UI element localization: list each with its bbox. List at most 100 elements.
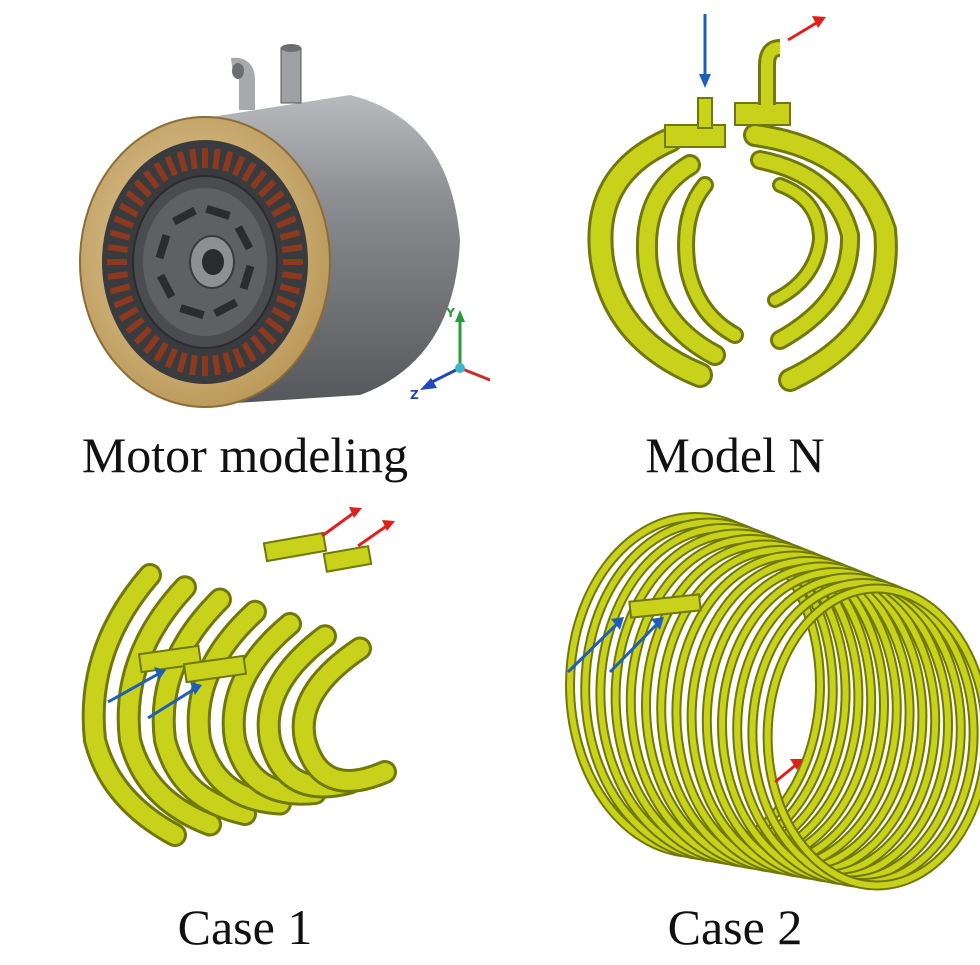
model-n-outlet-arrow <box>787 16 826 42</box>
winding-slot <box>232 347 246 369</box>
pipe-elbow-opening <box>232 63 244 79</box>
case-1-band <box>189 602 289 813</box>
winding-slot <box>142 169 160 190</box>
winding-slot <box>142 334 160 355</box>
rotor-magnet-slot <box>239 264 255 291</box>
case-1-band <box>294 639 394 790</box>
rotor-magnet-slot <box>179 304 205 320</box>
winding-slot <box>222 352 234 373</box>
winding-slot <box>176 151 188 172</box>
case-2-outlet-arrow <box>774 759 803 784</box>
case-1-band <box>154 590 254 823</box>
winding-slot <box>241 161 257 183</box>
model-n-inlet-arrow <box>699 14 711 88</box>
winding-slot <box>125 316 145 334</box>
model-n-coolant-channel <box>587 123 898 392</box>
model-n-outlet-pipe <box>761 42 781 105</box>
panel-model-n: Model N <box>490 0 980 480</box>
winding-slot <box>265 316 285 334</box>
winding-slot <box>279 283 301 295</box>
winding-slot <box>107 244 129 253</box>
case-2-illustration <box>565 512 980 891</box>
rotor-magnet-slot <box>171 206 197 226</box>
winding-slot <box>118 202 139 218</box>
winding-slot <box>279 229 301 241</box>
winding-slot <box>133 179 152 198</box>
winding-slot <box>271 202 292 218</box>
winding-slot <box>109 283 131 295</box>
winding-slot <box>109 229 131 241</box>
winding-slot <box>222 151 234 172</box>
pipe-straight-opening <box>281 44 301 52</box>
winding-slot <box>275 295 297 309</box>
z-axis-label: Z <box>410 388 419 402</box>
case-2-inlet-arrows <box>566 617 664 674</box>
winding-slot <box>153 341 169 363</box>
winding-slot <box>189 148 198 170</box>
caption-case-2: Case 2 <box>667 899 803 955</box>
rotor-magnet-slot <box>234 225 254 251</box>
winding-slot <box>275 215 297 229</box>
caption-case-1: Case 1 <box>177 899 313 955</box>
case-2-inlet-port <box>628 593 702 619</box>
winding-slot <box>118 306 139 322</box>
model-n-outlet-manifold <box>734 102 791 126</box>
axis-triad: Y X Z <box>410 306 490 402</box>
motor-illustration: Y X Z <box>79 44 490 408</box>
case-1-illustration <box>81 507 397 847</box>
x-axis-line <box>459 366 490 382</box>
case-1-coolant-channel <box>81 563 397 847</box>
y-axis-label: Y <box>445 306 455 320</box>
case-2-ring <box>764 585 980 889</box>
winding-slot <box>113 215 135 229</box>
winding-slot <box>281 271 303 280</box>
winding-slot <box>176 352 188 373</box>
case-1-band <box>119 578 219 834</box>
winding-slot <box>164 155 178 177</box>
case-1-outlet-port-b <box>322 544 373 573</box>
rotor-slots <box>155 204 255 320</box>
panel-case-2: Case 2 <box>490 480 980 965</box>
winding-slot <box>281 244 303 253</box>
axis-origin <box>455 363 465 373</box>
caption-motor-modeling: Motor modeling <box>81 427 409 483</box>
winding-slot <box>133 326 152 345</box>
rotor-magnet-slot <box>213 298 239 318</box>
case-1-outlet-arrows <box>321 507 395 548</box>
winding-slot <box>250 334 268 355</box>
z-axis-line <box>427 366 461 386</box>
case-1-outlet-port-a <box>262 531 328 563</box>
rotor-magnet-slot <box>205 204 231 220</box>
winding-slot <box>212 148 221 170</box>
caption-model-n: Model N <box>645 427 825 483</box>
winding-slot <box>107 259 127 265</box>
winding-slot <box>232 155 246 177</box>
case-1-inlet-arrows <box>107 667 202 720</box>
winding-slot <box>212 354 221 376</box>
winding-slot <box>202 356 208 376</box>
winding-slot <box>125 190 145 208</box>
winding-slot <box>258 179 277 198</box>
winding-slot <box>153 161 169 183</box>
case-2-coolant-channel <box>565 512 980 891</box>
model-n-inlet-manifold <box>664 124 726 148</box>
model-n-illustration <box>587 14 898 392</box>
winding-slot <box>107 271 129 280</box>
winding-slot <box>202 148 208 168</box>
case-1-band <box>224 615 324 803</box>
winding-slot <box>258 326 277 345</box>
winding-slot <box>265 190 285 208</box>
shaft-bore <box>202 249 224 275</box>
case-1-band <box>259 627 359 796</box>
model-n-inlet-pipe <box>697 97 713 129</box>
case-1-band <box>84 566 184 844</box>
winding-slot <box>164 347 178 369</box>
panel-motor-modeling: Y X Z Motor modeling <box>0 0 490 480</box>
rotor-magnet-slot <box>155 233 171 260</box>
winding-slot <box>113 295 135 309</box>
stator-windings <box>107 148 303 376</box>
winding-slot <box>250 169 268 190</box>
panel-case-1: Case 1 <box>0 480 490 965</box>
case-1-inlet-port-b <box>182 654 248 684</box>
winding-slot <box>241 341 257 363</box>
